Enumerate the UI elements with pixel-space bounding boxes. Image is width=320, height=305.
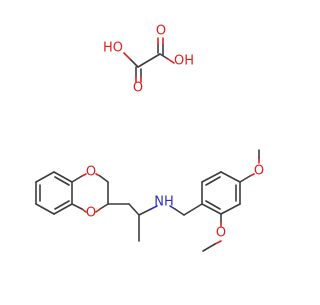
methoxy-o-top-label: O: [254, 164, 264, 179]
ring-oxygen-bottom-label: O: [86, 206, 96, 221]
aryl-bond-6: [201, 203, 222, 215]
oxalic-cc-bond: [137, 53, 161, 68]
aryl-bond-2-inner: [205, 176, 221, 186]
ortho-methoxy-bond-c: [214, 240, 222, 245]
dioxane-bond-5b: [71, 203, 83, 210]
aryl-bond-3: [220, 171, 241, 183]
oxalic-hydroxyl-right-label: OH: [174, 54, 194, 69]
oxalic-right-c-oh-bond-a: [159, 53, 169, 60]
aryl-bond-6-inner: [205, 200, 221, 210]
linker-bond-ch-ch: [128, 203, 140, 216]
linker-bond-ch-n-b: [150, 205, 158, 210]
oxalic-right-c-oh-bond-b: [167, 58, 175, 64]
aryl-bond-2: [201, 171, 222, 183]
benzo-bond-4: [53, 203, 73, 215]
dioxane-bond-4b: [95, 208, 101, 213]
benzo-bond-6-inner: [54, 176, 70, 186]
benzo-bond-4-inner: [54, 200, 70, 210]
linker-bond-n-ch2-a: [169, 205, 176, 210]
dioxane-bond-1b: [81, 173, 87, 177]
methoxy-o-bottom-label: O: [216, 226, 226, 241]
benzo-bond-1: [35, 171, 55, 183]
benzo-bond-6: [53, 171, 73, 183]
linker-bond-ch2-ar: [183, 203, 203, 216]
dioxane-bond-2b: [99, 175, 109, 183]
oxalic-carbonyl-o-left-label: O: [133, 81, 143, 96]
oxalic-acid: HO OH O O: [103, 24, 194, 96]
dioxane-bond-4a: [99, 203, 109, 210]
oxalic-left-c-oh-bond-b: [123, 52, 131, 60]
para-methoxy-bond-b: [249, 173, 255, 177]
linker-bond-n-ch2-b: [174, 208, 185, 216]
ortho-methoxy-methyl-bond: [202, 243, 216, 252]
aryl-bond-5: [220, 203, 241, 215]
oxalic-left-c-oh-bond-a: [129, 58, 139, 68]
chemical-structure-drawing: HO OH O O O O: [35, 24, 264, 252]
benzo-bond-3: [35, 203, 55, 215]
oxalic-carbonyl-o-right-label: O: [156, 24, 166, 39]
ethylamine-linker: NH: [107, 195, 203, 242]
amine-nh-label: NH: [154, 195, 174, 210]
dimethoxyphenyl-fragment: O O: [201, 149, 264, 252]
benzodioxane-fragment: O O: [35, 165, 109, 221]
dioxane-bond-1a: [71, 175, 83, 183]
dioxane-bond-5a: [81, 208, 87, 213]
linker-bond-ch-n-a: [138, 208, 152, 216]
para-methoxy-bond-a: [239, 175, 251, 183]
structure-canvas: HO OH O O O O: [35, 23, 265, 252]
oxalic-hydroxyl-left-label: HO: [103, 41, 123, 56]
ring-oxygen-top-label: O: [86, 165, 96, 180]
